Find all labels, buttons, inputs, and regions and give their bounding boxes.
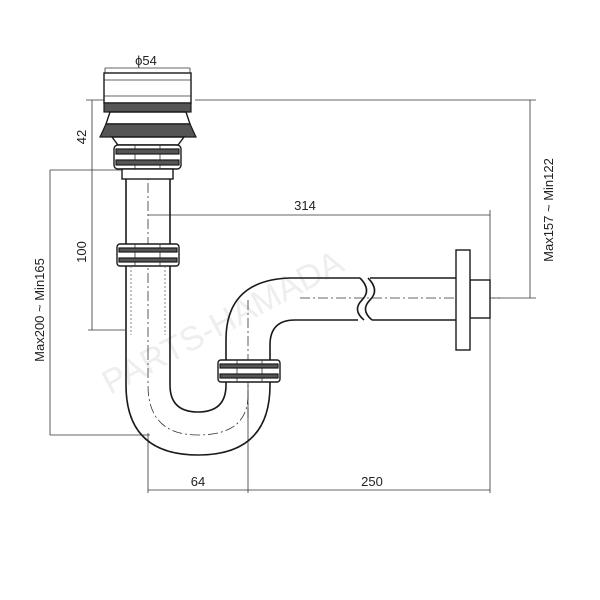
trap-bend-outer <box>125 266 271 456</box>
flange <box>105 111 191 125</box>
outlet-bend-outer <box>225 277 360 360</box>
cap-height-label: 42 <box>74 130 89 144</box>
top-diameter-label: ϕ54 <box>135 53 157 68</box>
outlet-length-label: 250 <box>361 474 383 489</box>
outlet-bend-inner <box>269 319 358 360</box>
horizontal-length-label: 314 <box>294 198 316 213</box>
tube-length-label: 100 <box>74 241 89 263</box>
break-mark-right <box>364 277 376 321</box>
drain-cap <box>103 72 192 104</box>
rubber-gasket <box>99 123 197 138</box>
wall-height-label: Max157 ~ Min122 <box>541 158 556 262</box>
trap-offset-label: 64 <box>191 474 205 489</box>
cap-rim <box>103 102 192 113</box>
trap-nut <box>217 359 281 383</box>
middle-nut <box>116 243 180 267</box>
trap-bend-inner <box>169 266 227 413</box>
wall-flange <box>455 249 471 351</box>
total-height-label: Max200 ~ Min165 <box>32 258 47 362</box>
break-mark-left <box>356 277 368 321</box>
